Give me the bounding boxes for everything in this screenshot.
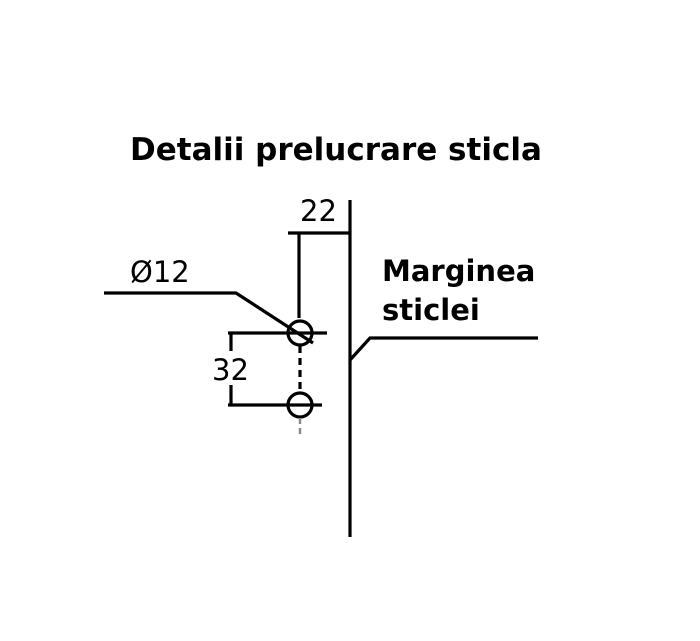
diameter-leader-line — [104, 291, 314, 345]
edge-label-line2: sticlei — [382, 293, 480, 327]
edge-leader-line — [348, 336, 538, 362]
diameter-label: Ø12 — [130, 255, 190, 289]
spacing-dimension-label: 32 — [212, 353, 249, 387]
edge-label-line1: Marginea — [382, 254, 535, 288]
offset-dimension-label: 22 — [300, 194, 337, 228]
drawing-title: Detalii prelucrare sticla — [130, 132, 542, 168]
